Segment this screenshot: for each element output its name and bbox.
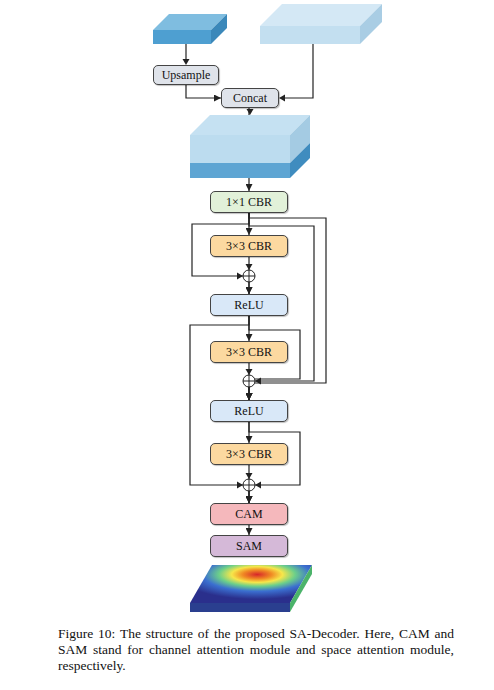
conv-block: 3×3 CBR <box>210 341 288 363</box>
arrow-head <box>247 109 254 115</box>
node-label: SAM <box>236 539 262 554</box>
sum-circle <box>243 270 255 282</box>
attention-box: SAM <box>210 535 288 557</box>
slab-side <box>290 143 310 178</box>
arrow-head <box>246 369 253 375</box>
feature-map-slab <box>260 4 382 44</box>
slab-front <box>260 26 360 44</box>
slab-side <box>360 4 382 44</box>
sum-cross <box>249 270 250 282</box>
input-wire <box>285 44 313 98</box>
slab-side <box>211 14 227 44</box>
heatmap-front <box>190 603 290 612</box>
arrow-head <box>237 482 243 489</box>
sum-circle <box>243 375 255 387</box>
sum-cross <box>249 479 250 491</box>
node-label: ReLU <box>234 404 263 419</box>
figure-caption: Figure 10: The structure of the proposed… <box>58 626 454 674</box>
heatmap-side <box>290 565 312 612</box>
arrow-head <box>255 482 261 489</box>
arrow-head <box>246 264 253 270</box>
conv-block: 3×3 CBR <box>210 235 288 257</box>
operation-box: Concat <box>221 88 279 108</box>
node-label: 3×3 CBR <box>226 345 272 360</box>
activation-box: ReLU <box>210 294 288 316</box>
sum-symbol <box>243 375 255 387</box>
feature-map-slab <box>190 115 310 178</box>
arrow-head <box>246 473 253 479</box>
node-label: Upsample <box>162 68 211 83</box>
arrow-head <box>255 378 261 385</box>
node-label: ReLU <box>234 298 263 313</box>
connector-arrow <box>186 85 221 98</box>
conv-block: 3×3 CBR <box>210 443 288 465</box>
feature-map-slab <box>153 14 227 44</box>
connector-arrow <box>248 525 249 535</box>
heatmap-slab <box>190 565 312 612</box>
arrow-head <box>237 273 243 280</box>
node-label: 3×3 CBR <box>226 239 272 254</box>
input-wire <box>185 44 186 60</box>
sum-cross <box>249 375 250 387</box>
node-label: Concat <box>233 91 267 106</box>
sum-symbol <box>243 270 255 282</box>
slab-top <box>190 115 310 135</box>
node-label: 1×1 CBR <box>226 195 272 210</box>
slab-front <box>153 30 211 44</box>
attention-box: CAM <box>210 503 288 525</box>
sum-circle <box>243 479 255 491</box>
node-label: 3×3 CBR <box>226 447 272 462</box>
slab-front <box>190 135 290 163</box>
conv-block: 1×1 CBR <box>210 191 288 213</box>
activation-box: ReLU <box>210 400 288 422</box>
sum-symbol <box>243 479 255 491</box>
slab-front <box>190 163 290 178</box>
operation-box: Upsample <box>153 65 219 85</box>
node-label: CAM <box>235 507 262 522</box>
arrow-head <box>279 95 285 102</box>
caption-text: Figure 10: The structure of the proposed… <box>58 626 454 673</box>
